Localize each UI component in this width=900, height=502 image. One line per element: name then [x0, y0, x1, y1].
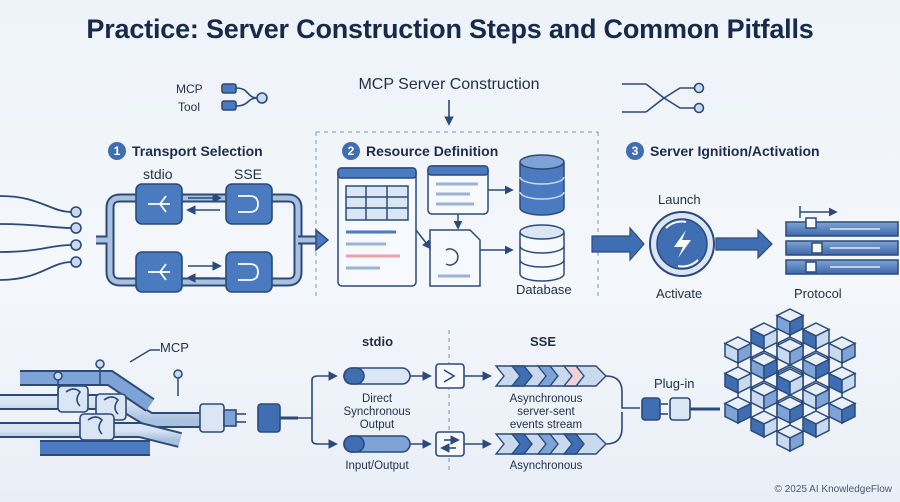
branch-connector-icon	[622, 82, 705, 114]
lattice-cube	[723, 396, 753, 425]
lattice-cube	[749, 410, 779, 439]
protocol-channels	[785, 206, 899, 275]
async-line-1: Asynchronous	[509, 393, 583, 405]
footer-copyright: © 2025 AI KnowledgeFlow	[774, 484, 892, 495]
page-title: Practice: Server Construction Steps and …	[86, 14, 814, 44]
async-line-3: events stream	[509, 419, 583, 431]
database-icons	[519, 154, 565, 282]
lattice-cube	[775, 424, 805, 453]
bottom-stdio-label: stdio	[362, 334, 394, 349]
activate-icon	[649, 211, 715, 277]
bottom-sse-label: SSE	[530, 334, 557, 349]
legend-tool-label: Tool	[178, 100, 201, 114]
direct-line-3: Output	[359, 419, 395, 431]
resource-windows	[337, 165, 514, 287]
mcp-pipe-bundle	[0, 370, 200, 456]
step-3-label: Server Ignition/Activation	[650, 143, 820, 159]
step-1-label: Transport Selection	[132, 143, 263, 159]
step-2-heading: 2 Resource Definition	[342, 142, 498, 160]
step-1-heading: 1 Transport Selection	[108, 142, 263, 160]
lattice-cube	[723, 336, 753, 365]
section-dividers	[315, 131, 599, 470]
lattice-cube	[775, 368, 805, 397]
lattice-cube	[723, 366, 753, 395]
lattice-cube	[827, 396, 857, 425]
lattice-cube	[827, 336, 857, 365]
lattice-cube	[775, 396, 805, 425]
plugin-label: Plug-in	[654, 376, 695, 391]
sse-streams	[494, 365, 607, 455]
lattice-cube	[801, 352, 831, 381]
lattice-cube	[749, 352, 779, 381]
input-output-label: Input/Output	[345, 460, 409, 472]
center-heading: MCP Server Construction	[358, 76, 540, 93]
plugin-connector-icon	[641, 397, 720, 421]
async-sse-stream-label: Asynchronous server-sent events stream	[490, 393, 602, 432]
step-3-number: 3	[626, 142, 644, 160]
legend-mcp-label: MCP	[176, 82, 203, 96]
launch-label: Launch	[658, 192, 701, 207]
direct-line-2: Synchronous	[343, 406, 411, 418]
lattice-cube	[801, 322, 831, 351]
mcp-pointer-lines	[53, 349, 183, 396]
async-line-2: server-sent	[517, 406, 575, 418]
switch-blocks	[135, 183, 273, 293]
lattice-cube	[775, 338, 805, 367]
stdio-label: stdio	[143, 166, 173, 182]
step-2-label: Resource Definition	[366, 143, 499, 159]
plug-icon	[199, 403, 298, 433]
sse-label: SSE	[234, 166, 263, 182]
protocol-label: Protocol	[794, 286, 842, 301]
direct-sync-output-label: Direct Synchronous Output	[330, 393, 424, 432]
direction-boxes	[435, 363, 465, 457]
database-label: Database	[516, 282, 572, 297]
activate-label: Activate	[656, 286, 703, 301]
lattice-cube	[801, 410, 831, 439]
lattice-cube	[775, 308, 805, 337]
step-3-heading: 3 Server Ignition/Activation	[626, 142, 820, 160]
step-2-number: 2	[342, 142, 360, 160]
lattice-cube	[827, 366, 857, 395]
mcp-tool-legend-icon	[221, 83, 268, 111]
split-paths	[298, 371, 338, 449]
async-label: Asynchronous	[509, 460, 583, 472]
cube-lattice	[723, 308, 857, 453]
step-1-number: 1	[108, 142, 126, 160]
input-wires	[0, 195, 73, 281]
lattice-cube	[749, 382, 779, 411]
bottom-mcp-label: MCP	[160, 340, 189, 355]
lattice-cube	[749, 322, 779, 351]
direct-line-1: Direct	[361, 393, 393, 405]
lattice-cube	[801, 382, 831, 411]
